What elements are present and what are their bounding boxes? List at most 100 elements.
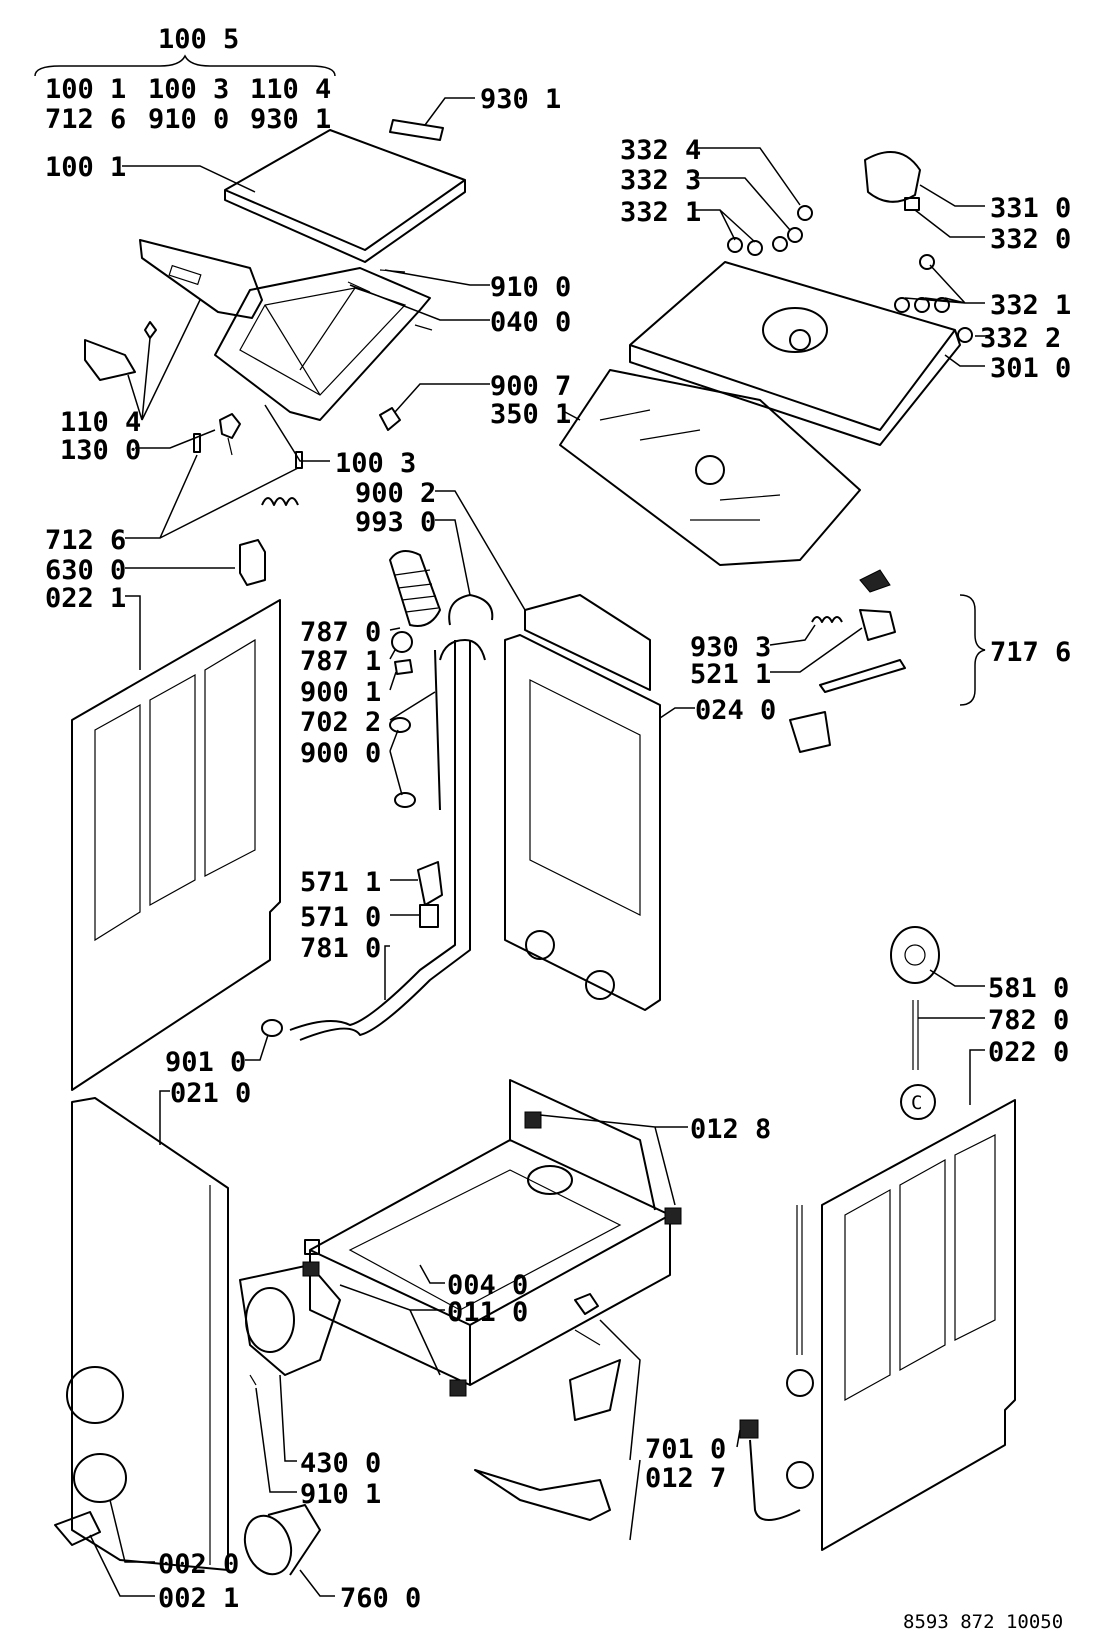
part-sensor-571-0	[419, 904, 439, 928]
assembly-item-100-1[interactable]: 100 1	[45, 74, 126, 105]
part-panel-recess-2	[149, 673, 196, 907]
label-004-0[interactable]: 004 0	[447, 1270, 528, 1301]
leader-930-3	[769, 624, 816, 646]
part-knob-331-0	[864, 151, 921, 203]
assembly-item-930-1[interactable]: 930 1	[250, 104, 331, 135]
leader-901-0	[245, 1034, 269, 1061]
label-630-0[interactable]: 630 0	[45, 555, 126, 586]
label-100-3[interactable]: 100 3	[335, 448, 416, 479]
label-900-2[interactable]: 900 2	[355, 478, 436, 509]
label-350-1[interactable]: 350 1	[490, 399, 571, 430]
label-701-0[interactable]: 701 0	[645, 1434, 726, 1465]
brace-717-6	[959, 594, 986, 706]
label-712-6[interactable]: 712 6	[45, 525, 126, 556]
label-024-0[interactable]: 024 0	[695, 695, 776, 726]
part-button-332-1g	[934, 297, 950, 313]
label-332-0[interactable]: 332 0	[990, 224, 1071, 255]
part-930-1	[389, 119, 444, 141]
label-787-0[interactable]: 787 0	[300, 617, 381, 648]
part-back-panel-inner	[529, 679, 641, 916]
label-430-0[interactable]: 430 0	[300, 1448, 381, 1479]
label-002-1[interactable]: 002 1	[158, 1583, 239, 1614]
part-bracket-900-2	[524, 594, 651, 691]
label-901-0[interactable]: 901 0	[165, 1047, 246, 1078]
part-bracket-717-6	[789, 711, 831, 753]
label-910-0[interactable]: 910 0	[490, 272, 571, 303]
label-100-1[interactable]: 100 1	[45, 152, 126, 183]
label-702-2[interactable]: 702 2	[300, 707, 381, 738]
label-581-0[interactable]: 581 0	[988, 973, 1069, 1004]
leader-521-1	[770, 627, 863, 673]
part-button-332-1e	[894, 297, 910, 313]
label-110-4[interactable]: 110 4	[60, 407, 141, 438]
part-labels: 930 1 100 1 910 0 040 0 110 4 130 0 100 …	[45, 84, 1071, 1633]
label-022-0[interactable]: 022 0	[988, 1037, 1069, 1068]
label-717-6[interactable]: 717 6	[990, 637, 1071, 668]
label-521-1[interactable]: 521 1	[690, 659, 771, 690]
assembly-title[interactable]: 100 5	[158, 24, 239, 55]
label-021-0[interactable]: 021 0	[170, 1078, 251, 1109]
part-side-panel-022-1	[71, 599, 281, 1091]
leader-712-6	[125, 454, 299, 539]
leader-331-0	[919, 184, 985, 207]
part-drain-hose-781-0	[299, 640, 471, 1041]
part-bellows-787-0	[389, 550, 441, 627]
label-022-1[interactable]: 022 1	[45, 583, 126, 614]
label-012-8[interactable]: 012 8	[690, 1114, 771, 1145]
label-040-0[interactable]: 040 0	[490, 307, 571, 338]
assembly-item-712-6[interactable]: 712 6	[45, 104, 126, 135]
leader-021-0	[159, 1090, 170, 1145]
label-012-7[interactable]: 012 7	[645, 1463, 726, 1494]
label-332-1-right[interactable]: 332 1	[990, 290, 1071, 321]
label-930-3[interactable]: 930 3	[690, 632, 771, 663]
label-002-0[interactable]: 002 0	[158, 1549, 239, 1580]
label-130-0[interactable]: 130 0	[60, 435, 141, 466]
leader-581-0	[929, 969, 985, 987]
part-pin-712-6b	[295, 451, 303, 469]
part-lock-cap	[859, 569, 891, 593]
part-button-332-1c	[772, 236, 788, 252]
label-571-1[interactable]: 571 1	[300, 867, 381, 898]
part-rod-782-0	[912, 1000, 919, 1070]
part-clamp-900-0b	[394, 792, 416, 808]
label-301-0[interactable]: 301 0	[990, 353, 1071, 384]
assembly-item-910-0[interactable]: 910 0	[148, 104, 229, 135]
leader-430-0	[279, 1374, 297, 1462]
part-foot-front	[449, 1379, 467, 1397]
label-787-1[interactable]: 787 1	[300, 646, 381, 677]
leader-004-0	[419, 1264, 445, 1284]
label-332-3[interactable]: 332 3	[620, 165, 701, 196]
assembly-brace	[34, 54, 336, 77]
part-cover-002-0	[73, 1453, 127, 1503]
label-930-1[interactable]: 930 1	[480, 84, 561, 115]
label-332-4[interactable]: 332 4	[620, 135, 701, 166]
part-button-332-1b	[747, 240, 763, 256]
label-571-0[interactable]: 571 0	[300, 902, 381, 933]
part-pump-inlet	[245, 1287, 295, 1353]
leader-787-0	[389, 627, 401, 631]
part-control-board-350-1	[559, 369, 861, 566]
label-332-2[interactable]: 332 2	[980, 323, 1061, 354]
label-900-7[interactable]: 900 7	[490, 371, 571, 402]
label-332-1-left[interactable]: 332 1	[620, 197, 701, 228]
leader-332-4	[695, 147, 801, 206]
part-block-630-0	[239, 539, 266, 586]
label-331-0[interactable]: 331 0	[990, 193, 1071, 224]
label-760-0[interactable]: 760 0	[340, 1583, 421, 1614]
label-011-0[interactable]: 011 0	[447, 1297, 528, 1328]
assembly-item-100-3[interactable]: 100 3	[148, 74, 229, 105]
part-base-inner	[348, 1169, 622, 1311]
part-button-332-2	[957, 327, 973, 343]
label-782-0[interactable]: 782 0	[988, 1005, 1069, 1036]
part-hook-993-0	[448, 594, 494, 626]
label-910-1[interactable]: 910 1	[300, 1479, 381, 1510]
label-900-1[interactable]: 900 1	[300, 677, 381, 708]
assembly-item-110-4[interactable]: 110 4	[250, 74, 331, 105]
label-781-0[interactable]: 781 0	[300, 933, 381, 964]
label-993-0[interactable]: 993 0	[355, 507, 436, 538]
label-900-0[interactable]: 900 0	[300, 738, 381, 769]
part-panel-dial-recess	[762, 307, 828, 353]
leader-012-7	[599, 1319, 641, 1541]
part-right-recess-2	[899, 1158, 946, 1372]
